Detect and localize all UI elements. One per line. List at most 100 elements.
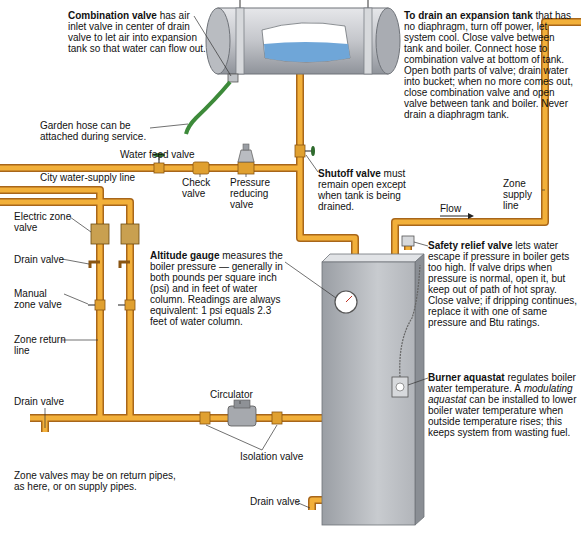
leader-line (62, 340, 98, 341)
valve-body (193, 162, 209, 174)
callout-text: City water-supply line (40, 172, 135, 183)
aquastat-dial (396, 383, 404, 391)
callout-body: Flow (440, 203, 461, 214)
callout-heading: To drain an expansion tank (404, 10, 533, 21)
callout-body: Zone valves may be on return pipes, as h… (14, 470, 176, 492)
combination-valve (228, 74, 238, 82)
callout-text: Zone supply line (503, 178, 543, 211)
zone-drain-valves (90, 262, 130, 268)
flow-arrow (440, 216, 468, 217)
callout-text: Drain valve (14, 396, 64, 407)
leader-line (414, 242, 428, 246)
boiler-front (322, 262, 415, 525)
boiler-top (322, 254, 424, 262)
callout-body: Water feed valve (120, 149, 195, 160)
expansion-tank (206, 8, 400, 74)
altitude-gauge (335, 291, 357, 313)
callout-body: Manual zone valve (14, 288, 62, 310)
circulator-body (228, 406, 256, 426)
leader-line (262, 425, 277, 450)
callout-text: Electric zone valve (14, 211, 76, 233)
valve-bonnet (238, 150, 254, 162)
shutoff-valve (295, 145, 315, 157)
valve-body (154, 163, 164, 173)
callout-heading: Altitude gauge (150, 250, 219, 261)
valve-body (238, 162, 254, 174)
callout-body: Check valve (182, 177, 210, 199)
flow-arrowhead (468, 213, 474, 219)
tank-band (364, 8, 372, 74)
valve-body (295, 145, 305, 157)
leader-line (150, 124, 188, 128)
valve-cap (243, 144, 249, 150)
callout-body: Electric zone valve (14, 211, 71, 233)
callout-body: Drain valve (250, 496, 300, 507)
valve-stem (118, 304, 125, 305)
callout-text: Flow (440, 203, 461, 214)
callout-text: Water feed valve (120, 149, 195, 160)
tank-cutaway (262, 23, 350, 62)
aquastat-cable (400, 265, 420, 377)
manual-zone-valves (88, 300, 135, 310)
tank-band (236, 8, 244, 74)
circulator-motor (234, 400, 250, 408)
valve-stem (88, 304, 95, 305)
callout-body: Circulator (210, 389, 253, 400)
tank-water (264, 42, 350, 62)
gauge-needle (346, 296, 352, 302)
check-valve (193, 162, 209, 174)
leader-line (542, 190, 545, 191)
leader-line (206, 425, 262, 450)
drain-spigot (120, 262, 130, 268)
leader-line (70, 217, 91, 232)
burner-aquastat (392, 377, 408, 397)
callout-body: Drain valve (14, 396, 64, 407)
callout-heading: Combination valve (68, 10, 157, 21)
callout-body: Garden hose can be attached during servi… (40, 120, 146, 142)
tank-end (376, 8, 400, 74)
boiler (322, 236, 424, 525)
callout-heading: Safety relief valve (428, 240, 513, 251)
leader-line (285, 262, 336, 298)
leader-line (306, 155, 318, 172)
callout-text: Altitude gaugemeasures the boiler pressu… (150, 250, 285, 327)
callout-text: Manual zone valve (14, 288, 66, 310)
leader-line (200, 174, 201, 177)
zone-valve-actuator (91, 224, 109, 244)
leader-line (62, 259, 89, 264)
pressure-reducing-valve (238, 144, 254, 174)
isolation-valve (200, 412, 210, 424)
leader-line (246, 174, 247, 177)
callout-body: lets water escape if pressure in boiler … (428, 240, 577, 328)
callout-body: Zone supply line (503, 178, 532, 211)
callout-text: Drain valve (14, 254, 64, 265)
callout-body: Pressure reducing valve (230, 177, 270, 210)
callout-text: Zone return line (14, 334, 66, 356)
callout-text: Pressure reducing valve (230, 177, 285, 210)
callout-text: Drain valve (250, 496, 300, 507)
leader-line (64, 294, 88, 304)
drain-spigot (90, 262, 100, 268)
callout-text: Circulator (210, 389, 253, 400)
valve-body (125, 300, 135, 310)
callout-text: Garden hose can be attached during servi… (40, 120, 152, 142)
callout-body: measures the boiler pressure — generally… (150, 250, 283, 327)
callout-body: Zone return line (14, 334, 66, 356)
leader-line (240, 401, 241, 404)
callout-body: that has no diaphragm, turn off power, l… (404, 10, 573, 120)
valve-body (95, 300, 105, 310)
electric-zone-valves (91, 224, 139, 244)
callout-body: City water-supply line (40, 172, 135, 183)
isolation-valve (272, 412, 282, 424)
garden-hose (186, 82, 230, 134)
zone-valve-actuator (121, 224, 139, 244)
leader-line (408, 378, 428, 385)
callout-text: Safety relief valvelets water escape if … (428, 240, 578, 328)
leader-line (45, 408, 46, 428)
callout-text: Burner aquastatregulates boiler water te… (428, 372, 578, 438)
callout-text: Isolation valve (240, 451, 303, 462)
callout-body: Isolation valve (240, 451, 303, 462)
safety-relief-valve (402, 236, 414, 246)
callout-text: Check valve (182, 177, 222, 199)
